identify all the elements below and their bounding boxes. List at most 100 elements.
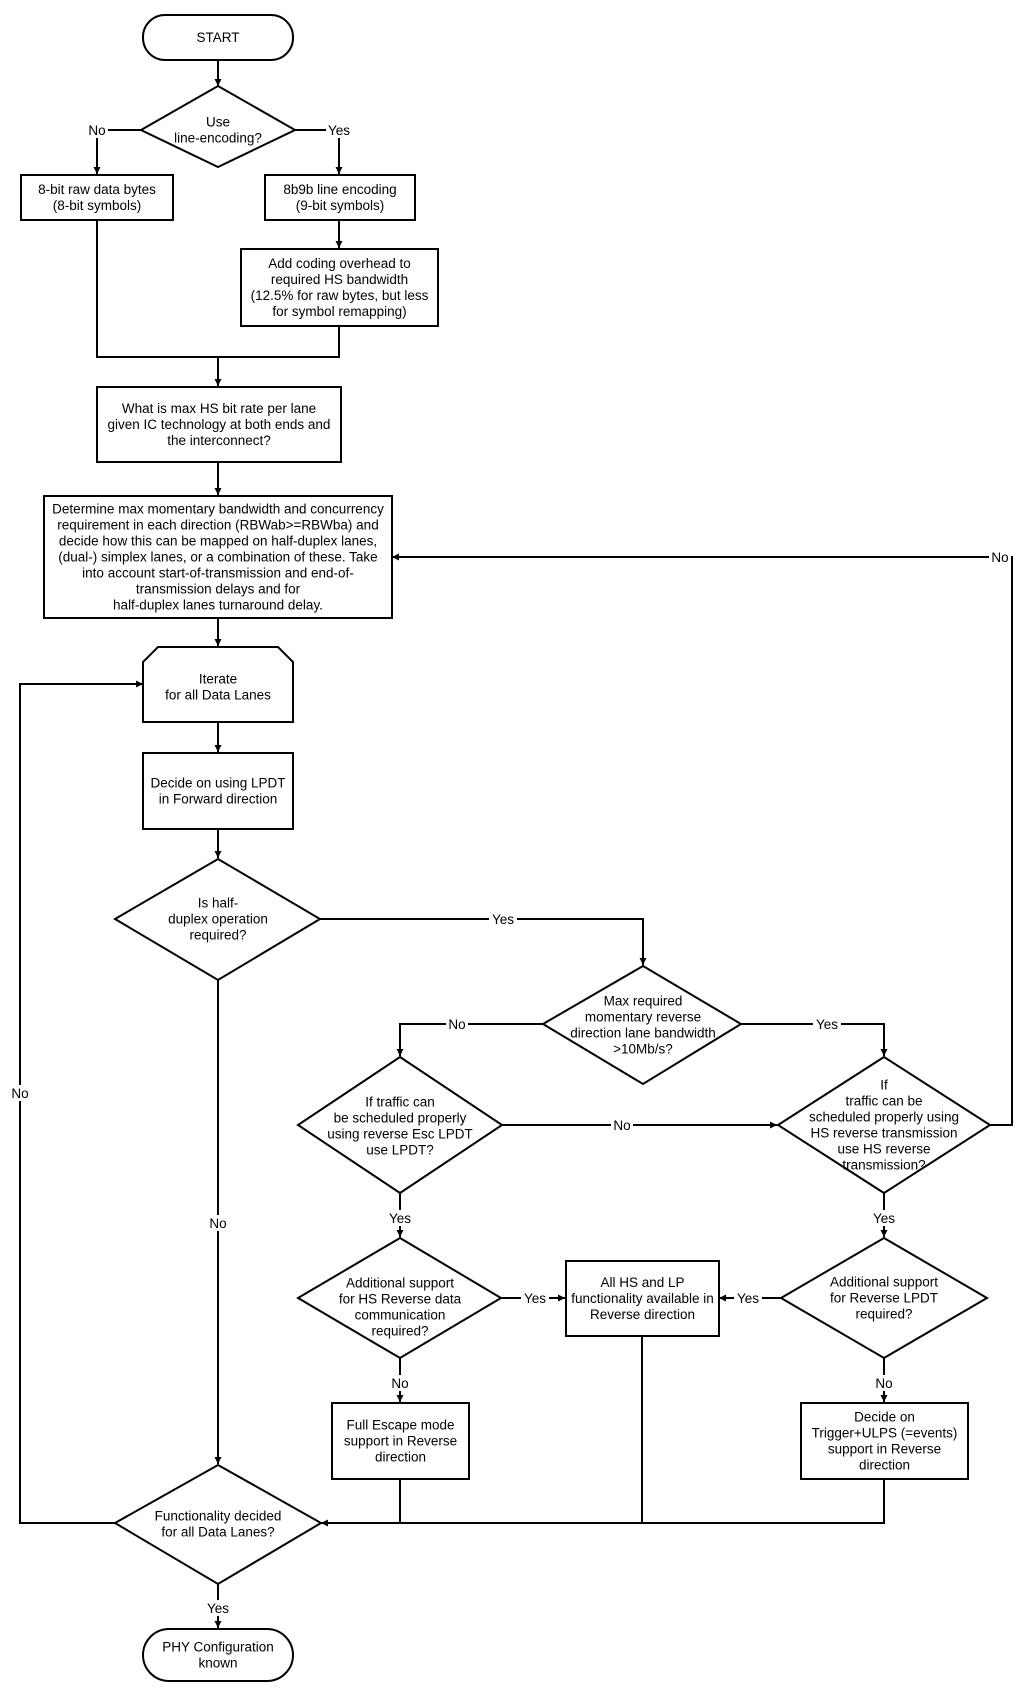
label-line: for Reverse LPDT [830, 1291, 938, 1306]
label-line: (dual-) simplex lanes, or a combination … [58, 550, 377, 565]
label-line: If traffic can [365, 1095, 435, 1110]
label-line: required? [189, 928, 246, 943]
label-line: What is max HS bit rate per lane [122, 401, 316, 416]
edge-label-yes: Yes [737, 1291, 759, 1306]
label-line: use HS reverse [837, 1142, 930, 1157]
label-line: communication [355, 1308, 446, 1323]
edge-label-yes: Yes [492, 912, 514, 927]
label-line: transmission? [842, 1158, 925, 1173]
label-line: 8b9b line encoding [283, 182, 396, 197]
label-line: Additional support [346, 1276, 454, 1291]
label-line: for all Data Lanes [165, 688, 271, 703]
label-line: required HS bandwidth [271, 272, 408, 287]
edge-label-yes: Yes [816, 1017, 838, 1032]
edge-raw-bytes-merge [96, 220, 218, 358]
label-line: Decide on using LPDT [150, 776, 285, 791]
label-line: 8-bit raw data bytes [38, 182, 156, 197]
start-label: START [196, 30, 239, 45]
label-line: If [880, 1078, 888, 1093]
label-line: support in Reverse [828, 1442, 941, 1457]
label-line: PHY Configuration [162, 1640, 274, 1655]
edge-label-no: No [448, 1017, 465, 1032]
raw-bytes-label: 8-bit raw data bytes(8-bit symbols) [38, 182, 156, 213]
label-line: known [198, 1656, 237, 1671]
use-line-encoding-decision [138, 84, 298, 169]
label-line: for HS Reverse data [339, 1292, 462, 1307]
half-duplex-decision [113, 857, 322, 982]
label-line: given IC technology at both ends and [108, 417, 331, 432]
label-line: (12.5% for raw bytes, but less [251, 288, 429, 303]
determine-bandwidth-label: Determine max momentary bandwidth and co… [52, 502, 384, 613]
full-escape-box [331, 1402, 470, 1480]
edge-label-no: No [613, 1118, 630, 1133]
coding-overhead-box [240, 248, 439, 327]
label-line: (9-bit symbols) [296, 198, 385, 213]
label-line: for all Data Lanes? [161, 1525, 274, 1540]
edge-label-no: No [991, 550, 1008, 565]
label-line: direction [375, 1450, 426, 1465]
label-line: direction lane bandwidth [570, 1026, 716, 1041]
edge-label-no: No [88, 123, 105, 138]
label-line: Iterate [199, 672, 237, 687]
edge-label-no: No [875, 1376, 892, 1391]
connectors [19, 60, 1013, 1628]
label-line: into account start-of-transmission and e… [82, 566, 354, 581]
edge-labels: No Yes Yes No Yes No No Yes Yes Yes Yes … [9, 122, 1011, 1616]
label-line: traffic can be [845, 1094, 922, 1109]
label-line: Additional support [830, 1275, 938, 1290]
label-line: Reverse direction [590, 1307, 695, 1322]
edge-overhead-merge [218, 326, 340, 358]
phy-configuration-terminal [142, 1628, 294, 1682]
label-line: Use [206, 115, 230, 130]
functionality-decided-decision [113, 1463, 323, 1586]
edge-label-yes: Yes [389, 1211, 411, 1226]
max-hs-bit-rate-box [96, 386, 342, 463]
max-reverse-bandwidth-decision [541, 964, 743, 1086]
label-line: Full Escape mode [346, 1418, 454, 1433]
8b9b-encoding-box [264, 174, 416, 221]
label-line: HS reverse transmission [810, 1126, 957, 1141]
edge-half-duplex-yes [320, 918, 647, 965]
iterate-loop-start [142, 646, 294, 723]
edge-label-no: No [11, 1086, 28, 1101]
label-line: half-duplex lanes turnaround delay. [113, 598, 323, 613]
label-line: START [196, 30, 239, 45]
raw-bytes-box [20, 174, 174, 221]
label-line: transmission delays and for [136, 582, 301, 597]
label-line: scheduled properly using [809, 1110, 959, 1125]
edge-max-reverse-yes [741, 1023, 888, 1056]
label-line: using reverse Esc LPDT [327, 1127, 473, 1142]
label-line: All HS and LP [600, 1275, 684, 1290]
label-line: Decide on [854, 1410, 915, 1425]
label-line: (8-bit symbols) [53, 198, 142, 213]
label-line: required? [855, 1307, 912, 1322]
edge-label-yes: Yes [524, 1291, 546, 1306]
label-line: Add coding overhead to [268, 256, 411, 271]
label-line: >10Mb/s? [613, 1042, 673, 1057]
label-line: in Forward direction [159, 792, 278, 807]
label-line: Trigger+ULPS (=events) [812, 1426, 958, 1441]
determine-bandwidth-box [43, 495, 393, 619]
trigger-ulps-box [800, 1402, 969, 1480]
label-line: be scheduled properly [334, 1111, 467, 1126]
label-line: the interconnect? [167, 433, 271, 448]
label-line: Is half- [198, 896, 239, 911]
label-line: for symbol remapping) [272, 304, 406, 319]
edge-hs-reverse-no [392, 553, 1013, 1126]
